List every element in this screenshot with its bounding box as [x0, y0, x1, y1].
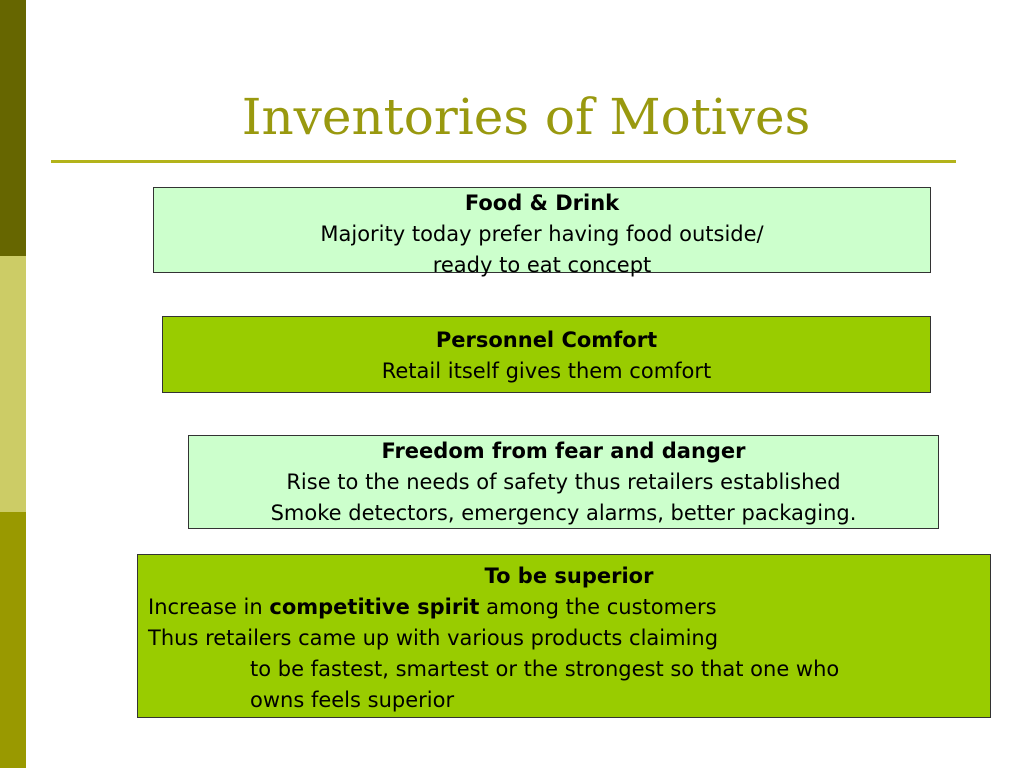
motive-box-food-drink: Food & Drink Majority today prefer havin… [153, 187, 931, 277]
motive-box-freedom-from-fear: Freedom from fear and danger Rise to the… [188, 435, 939, 529]
motive-box-personnel-comfort: Personnel Comfort Retail itself gives th… [162, 316, 931, 393]
motive-box-to-be-superior: To be superior Increase in competitive s… [137, 554, 991, 718]
motive-text-emphasis: competitive spirit [269, 595, 480, 619]
title-underline [51, 160, 956, 163]
slide-title: Inventories of Motives [241, 88, 811, 146]
motive-heading: Freedom from fear and danger [381, 439, 746, 463]
motive-text-line: to be fastest, smartest or the strongest… [250, 657, 840, 681]
motive-heading: To be superior [484, 564, 654, 588]
motive-text-line: Rise to the needs of safety thus retaile… [286, 470, 841, 494]
motive-text-line: owns feels superior [250, 688, 455, 712]
sidebar-segment-top [0, 0, 26, 256]
motive-heading: Personnel Comfort [435, 328, 658, 352]
sidebar-segment-middle [0, 256, 26, 512]
motive-text-line: Smoke detectors, emergency alarms, bette… [270, 501, 857, 525]
motive-heading: Food & Drink [464, 191, 620, 215]
motive-text-line: Increase in competitive spirit among the… [148, 592, 990, 623]
motive-text-segment: among the customers [479, 595, 717, 619]
motive-text-line: Retail itself gives them comfort [381, 359, 712, 383]
motive-text-line: Thus retailers came up with various prod… [148, 626, 719, 650]
motive-text-segment: Increase in [148, 595, 270, 619]
motive-text-line: ready to eat concept [432, 253, 652, 277]
motive-text-line: Majority today prefer having food outsid… [320, 222, 764, 246]
sidebar-segment-bottom [0, 512, 26, 768]
